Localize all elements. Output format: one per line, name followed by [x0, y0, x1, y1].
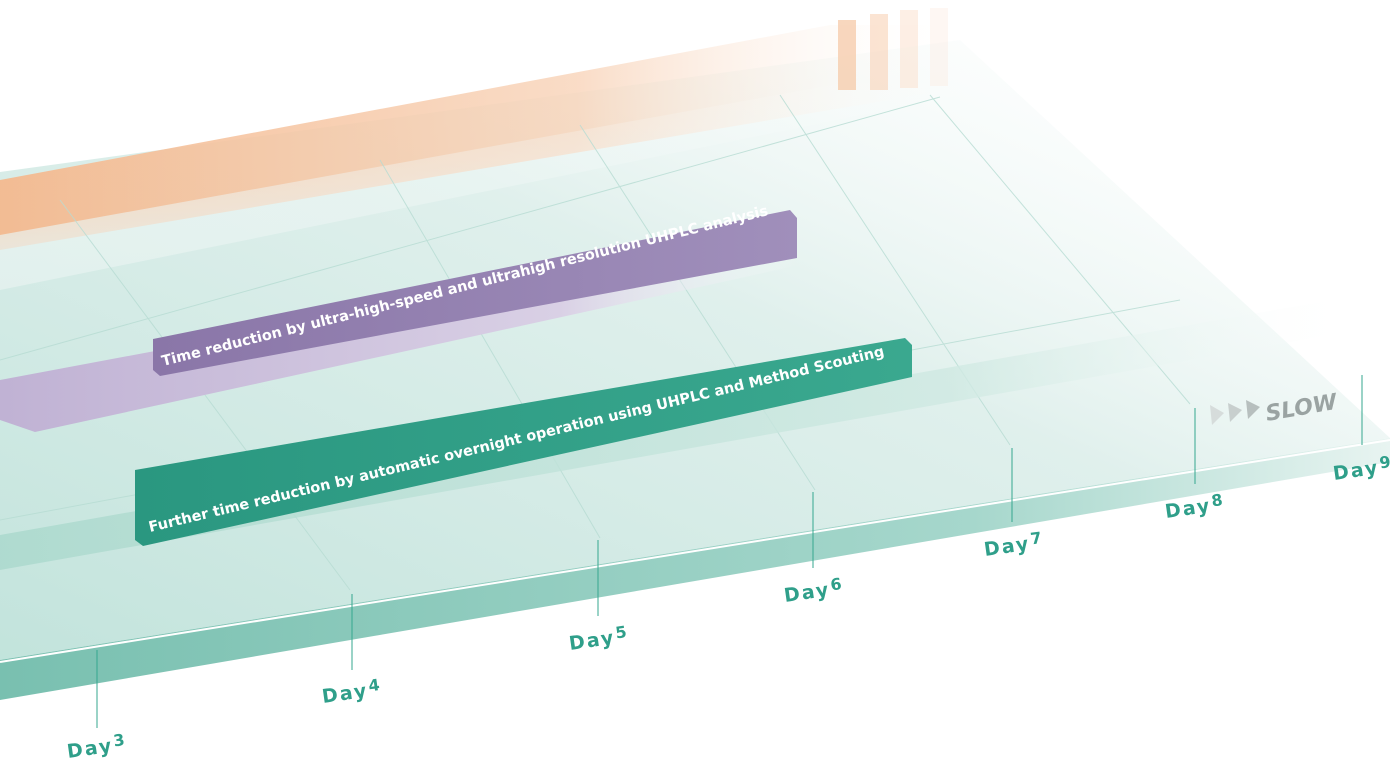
day-label: Day3	[65, 730, 128, 763]
orange-band-lower	[0, 62, 960, 290]
orange-band-ends	[838, 8, 948, 90]
play-arrow-icon	[1210, 405, 1224, 425]
platform-edge-highlight	[0, 439, 1391, 663]
day-label: Day8	[1163, 490, 1226, 523]
platform-front	[0, 438, 1390, 700]
play-arrow-icon	[1228, 403, 1242, 422]
day-label: Day7	[982, 528, 1045, 561]
day-label: Day6	[782, 574, 845, 607]
play-arrow-icon	[1246, 400, 1260, 419]
day-label: Day5	[567, 622, 630, 655]
day-label: Day4	[320, 675, 383, 708]
